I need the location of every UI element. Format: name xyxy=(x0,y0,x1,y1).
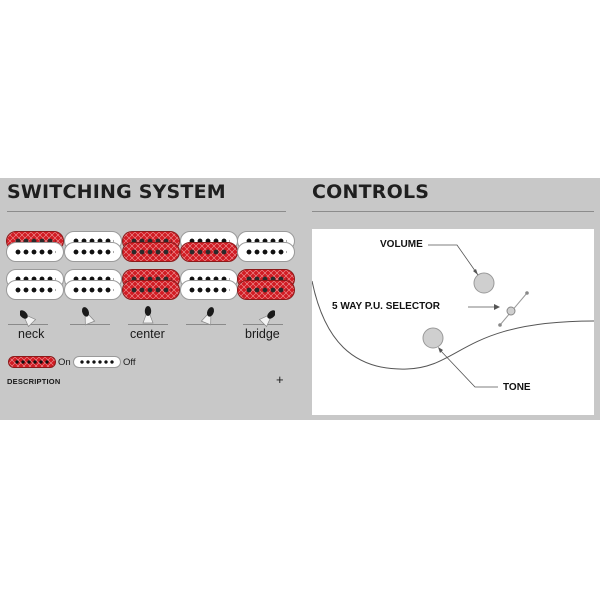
volume-leader-line xyxy=(428,244,479,276)
legend-off-label: Off xyxy=(123,357,136,368)
switch-lever-icon xyxy=(81,307,96,326)
switch-lever-icon xyxy=(200,307,215,326)
legend-off-pickup xyxy=(73,356,121,368)
switch-base-line xyxy=(186,324,226,325)
legend-on-pickup xyxy=(8,356,56,368)
switching-system-heading: SWITCHING SYSTEM xyxy=(7,181,226,203)
pickup-coil-bottom xyxy=(64,280,122,300)
description-toggle-label[interactable]: DESCRIPTION xyxy=(7,377,61,386)
volume-label: VOLUME xyxy=(380,239,423,250)
switch-lever-icon xyxy=(142,306,154,324)
selector-dot-2 xyxy=(525,291,529,295)
tone-leader-line xyxy=(439,349,498,388)
switch-lever-icon xyxy=(20,310,37,327)
pickup-coil-top xyxy=(6,242,64,262)
controls-heading-rule xyxy=(312,211,594,212)
guitar-body-outline xyxy=(312,280,594,370)
controls-diagram-svg xyxy=(312,244,594,388)
controls-diagram: VOLUME 5 WAY P.U. SELECTOR TONE xyxy=(312,229,594,415)
pickup-coil-bottom xyxy=(122,280,180,300)
switch-lever-icon xyxy=(258,310,275,327)
switch-base-line xyxy=(70,324,110,325)
switch-base-line xyxy=(128,324,168,325)
switch-position-label: bridge xyxy=(245,327,280,341)
selector-dot-1 xyxy=(498,323,502,327)
selector-label: 5 WAY P.U. SELECTOR xyxy=(332,301,441,312)
switch-position-label: center xyxy=(130,327,165,341)
switch-base-line xyxy=(243,324,283,325)
switching-heading-rule xyxy=(7,211,286,212)
pickup-coil-top xyxy=(122,242,180,262)
volume-knob-icon xyxy=(473,272,495,294)
pickup-coil-top xyxy=(64,242,122,262)
legend-on-label: On xyxy=(58,357,71,368)
pickup-coil-bottom xyxy=(237,280,295,300)
pickup-coil-bottom xyxy=(180,280,238,300)
pickup-coil-top xyxy=(180,242,238,262)
expand-plus-icon[interactable]: + xyxy=(276,372,284,387)
selector-arrow-icon xyxy=(494,304,500,310)
pickup-coil-top xyxy=(237,242,295,262)
controls-heading: CONTROLS xyxy=(312,181,430,203)
switch-position-label: neck xyxy=(18,327,45,341)
selector-knob-icon xyxy=(506,306,516,316)
tone-label: TONE xyxy=(503,382,531,393)
pickup-coil-bottom xyxy=(6,280,64,300)
tone-arrow-icon xyxy=(438,347,443,353)
volume-arrow-icon xyxy=(473,269,478,275)
tone-knob-icon xyxy=(422,327,444,349)
